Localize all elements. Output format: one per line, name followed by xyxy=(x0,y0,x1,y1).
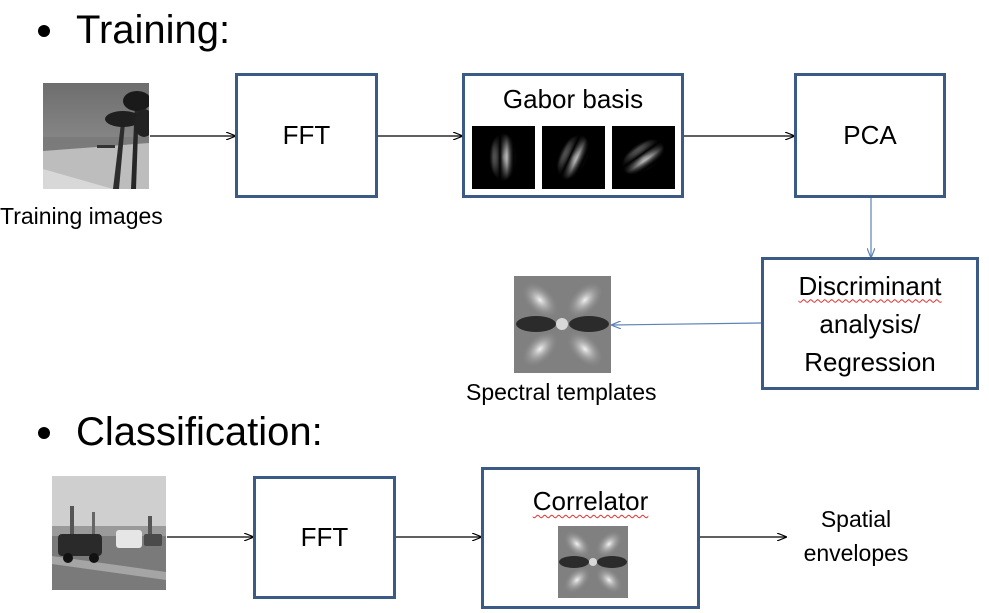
spectral-templates-caption: Spectral templates xyxy=(466,379,657,405)
gabor-filter-diagonal-icon xyxy=(542,126,605,189)
classification-heading-text: Classification: xyxy=(76,410,323,454)
discriminant-box: Discriminant analysis/ Regression xyxy=(761,257,979,390)
training-images-caption: Training images xyxy=(0,203,163,229)
fft-box-classification: FFT xyxy=(253,476,396,599)
pca-label: PCA xyxy=(843,120,897,150)
output-line1: Spatial xyxy=(820,506,892,532)
output-line2: envelopes xyxy=(803,540,909,566)
classification-heading: Classification: xyxy=(38,410,323,455)
discriminant-line2: analysis/ xyxy=(819,308,921,339)
bullet-icon xyxy=(38,426,50,439)
pca-box: PCA xyxy=(794,73,946,198)
fft-box-training: FFT xyxy=(235,73,378,198)
gabor-basis-title: Gabor basis xyxy=(502,84,644,114)
fft-label: FFT xyxy=(300,522,349,552)
bullet-icon xyxy=(38,24,50,37)
correlator-title: Correlator xyxy=(532,486,649,516)
spatial-envelopes-output: Spatial envelopes xyxy=(790,502,922,570)
training-heading-text: Training: xyxy=(76,8,231,52)
arrow-discriminant-to-templates xyxy=(612,323,762,325)
discriminant-line3: Regression xyxy=(804,346,936,377)
fft-label: FFT xyxy=(282,120,331,150)
spectral-template-image xyxy=(514,276,611,373)
training-image-thumbnail xyxy=(43,83,149,189)
gabor-filter-vertical-icon xyxy=(472,126,535,189)
classification-image-thumbnail xyxy=(52,476,166,590)
gabor-filter-oblique-icon xyxy=(612,126,675,189)
correlator-template-image xyxy=(558,526,628,598)
discriminant-line1: Discriminant xyxy=(798,270,942,301)
training-heading: Training: xyxy=(38,8,230,53)
